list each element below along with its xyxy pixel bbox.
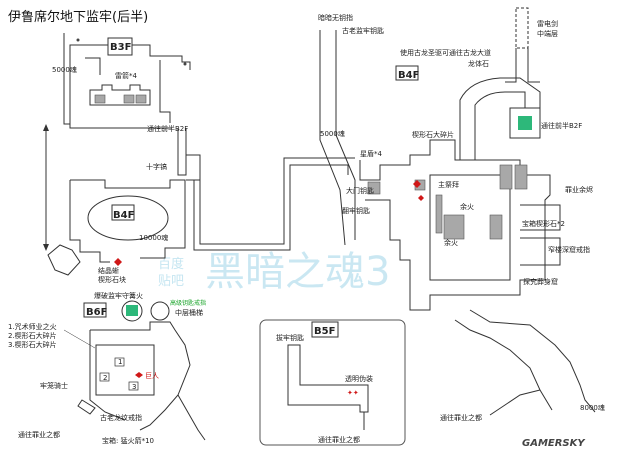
right-bottom-souls: 8000魂 (580, 403, 605, 412)
label-hall-key: 大门钥匙 (346, 186, 374, 195)
svg-text:✦✦: ✦✦ (347, 389, 359, 397)
b5f-frame (259, 319, 406, 446)
label-transparent: 透明伪装 (345, 374, 373, 383)
label-cross: 十字镐 (146, 162, 167, 171)
label-to-front-b2f-right: 通往前半B2F (541, 121, 582, 130)
label-old-jail-key: 古老监牢钥匙 (342, 26, 384, 35)
label-giant: 巨人 (145, 372, 159, 380)
b3f-room (107, 37, 133, 56)
b4f-right-floor-label: B4F (398, 70, 419, 81)
label-jail-key-hall: 翻牢钥匙 (342, 206, 370, 215)
b4f-right-area: 暗暗无钥指 古老监牢钥匙 5000魂 使用古龙圣驱可通往古龙大道 龙体石 B4F… (318, 7, 605, 422)
b5f-floor-label: B5F (314, 326, 335, 337)
slot-3: 3 (132, 383, 136, 391)
label-pack-line-3: 3.楔形石大碎片 (8, 340, 57, 349)
label-to-sacrament-right: 通往罪业之都 (440, 413, 482, 422)
map-title: 伊鲁席尔地下监牢(后半) (8, 9, 148, 25)
label-thunder-arrow: 雷箭*4 (115, 71, 137, 80)
watermark-main: 黑暗之魂3 (205, 249, 390, 295)
label-dragon-stone: 龙体石 (468, 59, 489, 68)
slot-1: 1 (118, 358, 122, 366)
label-jailer: 牢笼骑士 (40, 381, 68, 390)
b3f-souls: 5000魂 (52, 65, 77, 74)
b6f-floor-label: B6F (86, 307, 107, 318)
label-sin-remains: 罪业余烬 (565, 185, 593, 194)
b3f-area: B3F 雷箭*4 5000魂 通往前半B2F (52, 33, 191, 133)
label-treasure-fire-arrow: 宝箱: 猛火箭*10 (102, 436, 154, 445)
green-square-right (518, 116, 532, 130)
label-mid-level: 中端层 (537, 29, 558, 38)
green-square-b6f (126, 305, 138, 316)
b4f-left-souls: 10000魂 (139, 233, 168, 242)
b4f-left-area: B4F 10000魂 结晶蜥 楔形石块 (47, 179, 186, 284)
label-shield: 星盾*4 (360, 150, 382, 158)
label-remains: 余火 (460, 202, 474, 211)
label-pack-line-2: 2.楔形石大碎片 (8, 331, 57, 340)
label-master-hall: 主祭拜 (438, 180, 459, 189)
site-logo: GAMERSKY (522, 438, 586, 449)
label-treasure-stone: 宝箱楔形石*2 (522, 219, 565, 228)
b6f-area: 爆破监牢守篝火 中层桶梯 高级钥匙戒指 B6F 1 2 3 1.咒术师业之火 2… (8, 291, 206, 445)
watermark-small-2: 贴吧 (158, 274, 184, 289)
slot-2: 2 (103, 374, 107, 382)
label-middle-bridge: 中层桶梯 (175, 308, 203, 317)
label-dark-ring: 暗暗无钥指 (318, 13, 353, 22)
label-jailer-ring: 窄楼深窟戒指 (548, 245, 590, 254)
label-to-front-b2f-left: 通往前半B2F (147, 124, 188, 133)
b5f-area: B5F 拔牢钥匙 透明伪装 ✦✦ 通往罪业之都 (259, 319, 406, 446)
label-explore-pile: 探究葬身窟 (523, 277, 558, 286)
label-crystal-lizard: 结晶蜥 (98, 266, 119, 275)
label-rhombus-stone: 楔形石块 (98, 275, 126, 284)
b4f-left-floor-label: B4F (113, 210, 134, 221)
label-thunder-sword: 雷电剑 (537, 19, 558, 28)
watermark-small-1: 百度 (158, 256, 184, 272)
label-pack-line-1: 1.咒术师业之火 (8, 322, 57, 331)
right-top-souls: 5000魂 (320, 129, 345, 138)
label-guard-key: 爆破监牢守篝火 (94, 291, 143, 300)
label-rhombus-big: 楔形石大碎片 (412, 130, 454, 139)
label-old-dragon: 古老龙纹戒指 (100, 413, 142, 422)
label-green-note: 高级钥匙戒指 (170, 299, 206, 307)
label-to-sacrament-left: 通往罪业之都 (18, 430, 60, 439)
label-bonfire: 余火 (444, 238, 458, 247)
label-to-sacrament-b5f: 通往罪业之都 (318, 435, 360, 444)
label-use-old-key: 使用古龙圣驱可通往古龙大道 (400, 48, 491, 57)
label-b5f-key: 拔牢钥匙 (276, 333, 304, 342)
crystal-lizard-marker (114, 258, 122, 266)
b3f-floor-label: B3F (110, 42, 131, 53)
